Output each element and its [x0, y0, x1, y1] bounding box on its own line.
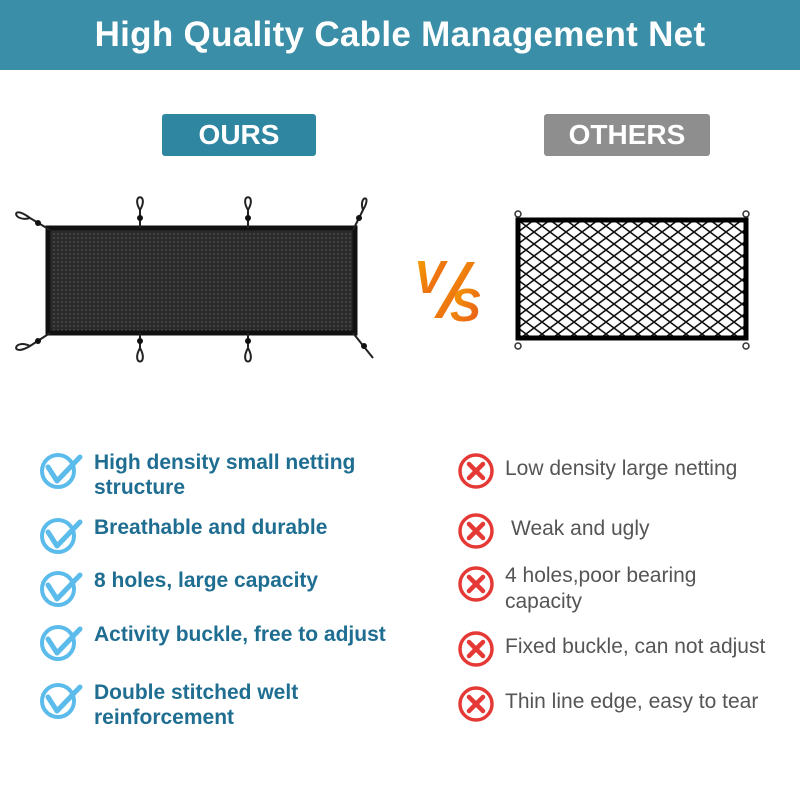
svg-text:V: V [414, 251, 448, 303]
x-circle-icon [458, 631, 494, 667]
others-feature-item: 4 holes,poor bearing capacity [457, 564, 745, 615]
check-circle-icon [40, 571, 83, 607]
feature-text: 4 holes,poor bearing capacity [505, 564, 697, 613]
ours-feature-item: Activity buckle, free to adjust [38, 622, 434, 662]
x-circle-icon [458, 566, 494, 602]
header-banner: High Quality Cable Management Net [0, 0, 800, 70]
others-feature-item: Fixed buckle, can not adjust [457, 630, 800, 668]
check-circle-icon [40, 453, 83, 489]
feature-text: Fixed buckle, can not adjust [505, 635, 766, 658]
feature-text: Activity buckle, free to adjust [94, 623, 386, 646]
feature-text: High density small netting structure [94, 451, 356, 499]
feature-text: Breathable and durable [94, 516, 328, 539]
feature-text: 8 holes, large capacity [94, 569, 319, 592]
feature-text: Thin line edge, easy to tear [505, 690, 759, 713]
feature-text: Weak and ugly [511, 517, 650, 540]
check-circle-icon [40, 625, 83, 661]
check-circle-icon [40, 683, 83, 719]
page-title: High Quality Cable Management Net [94, 15, 706, 54]
x-circle-icon [458, 453, 494, 489]
ours-badge: OURS [162, 114, 316, 156]
x-circle-icon [458, 686, 494, 722]
vs-icon: V S [414, 251, 481, 328]
svg-text:S: S [450, 279, 481, 328]
others-feature-item: Thin line edge, easy to tear [457, 685, 800, 723]
ours-feature-item: 8 holes, large capacity [38, 568, 434, 608]
others-feature-item: Weak and ugly [457, 512, 800, 550]
ours-feature-item: Breathable and durable [38, 515, 434, 555]
ours-feature-item: Double stitched welt reinforcement [38, 680, 344, 730]
others-net-image [514, 210, 750, 350]
ours-feature-item: High density small netting structure [38, 450, 394, 500]
x-circle-icon [458, 513, 494, 549]
ours-net-image [15, 196, 374, 363]
others-feature-item: Low density large netting [457, 452, 800, 490]
check-circle-icon [40, 518, 83, 554]
others-badge: OTHERS [544, 114, 710, 156]
feature-text: Low density large netting [505, 457, 738, 480]
feature-text: Double stitched welt reinforcement [94, 681, 299, 729]
